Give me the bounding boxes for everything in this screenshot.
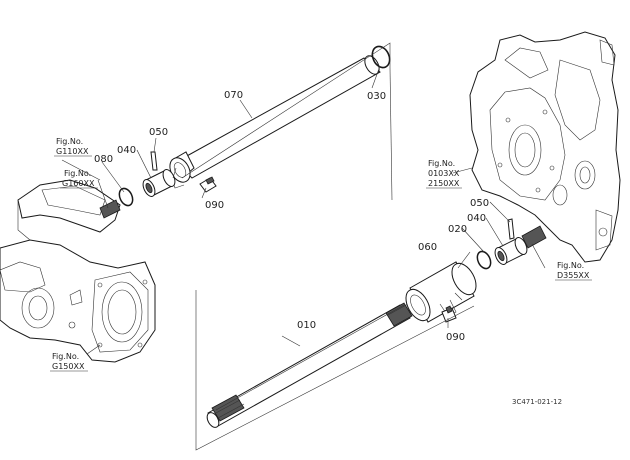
figref-g110-line2: G110XX (56, 147, 89, 156)
figref-d355-line2: D355XX (557, 271, 590, 280)
pipe-070 (169, 55, 381, 189)
figref-0103-line2: 0103XX (428, 169, 460, 178)
part-label-010: 010 (297, 320, 316, 331)
figref-underlines (50, 155, 592, 372)
figref-0103-line1: Fig.No. (428, 159, 455, 168)
coupling-060 (405, 261, 477, 323)
bushing-040-left (142, 169, 176, 197)
o-ring-080 (118, 187, 134, 207)
drawing-code: 3C471-021-12 (512, 398, 562, 406)
o-ring-020 (476, 250, 492, 270)
figref-0103-line3: 2150XX (428, 179, 460, 188)
figref-g150-line1: Fig.No. (52, 352, 79, 361)
shaft-stub-right (521, 225, 547, 249)
leader-lines (61, 65, 546, 355)
part-label-050-left: 050 (149, 127, 168, 138)
figref-g110-line1: Fig.No. (56, 137, 83, 146)
exploded-view-frame (172, 42, 475, 451)
shaft-stub-left (99, 199, 121, 219)
part-label-020: 020 (448, 224, 467, 235)
bolt-090-upper (199, 176, 217, 193)
part-label-060: 060 (418, 242, 437, 253)
transmission-housing (469, 31, 621, 263)
part-label-050-right: 050 (470, 198, 489, 209)
o-ring-030 (371, 45, 391, 69)
figref-d355-line1: Fig.No. (557, 261, 584, 270)
pin-050-right (507, 218, 515, 240)
pin-050-left (150, 151, 158, 171)
figref-g150-line2: G150XX (52, 362, 85, 371)
shaft-010 (206, 302, 413, 428)
part-label-030: 030 (367, 91, 386, 102)
part-label-070: 070 (224, 90, 243, 101)
part-label-040-right: 040 (467, 213, 486, 224)
figref-g160-line2: G160XX (62, 179, 95, 188)
part-label-040-left: 040 (117, 145, 136, 156)
bushing-040-right (494, 237, 528, 265)
part-label-080: 080 (94, 154, 113, 165)
bolt-090-lower (441, 305, 457, 323)
axle-housing (0, 179, 156, 363)
part-label-090-upper: 090 (205, 200, 224, 211)
figref-g160-line1: Fig.No. (64, 169, 91, 178)
part-label-090-lower: 090 (446, 332, 465, 343)
